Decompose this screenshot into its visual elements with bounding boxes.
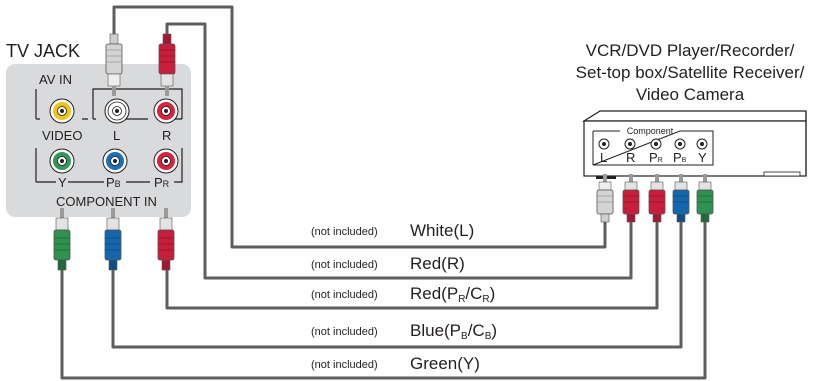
plug-white-tv — [105, 33, 123, 96]
jack-component-y-green — [49, 148, 75, 174]
device-component-label: Component — [627, 126, 674, 136]
audio-left-label: L — [113, 128, 120, 143]
plug-red-pr-device — [648, 174, 666, 223]
tv-jack-title: TV JACK — [6, 41, 80, 61]
cable-green-label: Green(Y) — [410, 354, 480, 373]
plug-green-tv — [53, 208, 71, 271]
cable-blue-route — [111, 220, 683, 349]
cable-routes — [60, 5, 707, 380]
device-jack-y-label: Y — [698, 150, 707, 165]
cable-blue-label: Blue(PB/CB) — [410, 321, 497, 342]
component-y-label: Y — [58, 175, 67, 190]
plug-red-audio-tv — [158, 33, 176, 96]
component-pr-label: PR — [154, 175, 170, 190]
av-in-label: AV IN — [39, 72, 72, 87]
cable-red-audio-label: Red(R) — [410, 254, 465, 273]
audio-right-label: R — [162, 128, 171, 143]
device-jack-l — [598, 138, 610, 150]
component-pb-label: PB — [106, 175, 121, 190]
jack-audio-right-red — [153, 98, 179, 124]
device-jack-pr-label: PR — [649, 150, 663, 165]
device-jack-l-label: L — [600, 150, 607, 165]
plug-blue-device — [672, 174, 690, 223]
cable-red-audio-note: (not included) — [311, 259, 378, 271]
plug-green-device — [696, 174, 714, 223]
tv-jack-panel-bg — [6, 64, 191, 217]
plug-red-pr-tv — [157, 208, 175, 271]
cable-green-note: (not included) — [311, 359, 378, 371]
source-device: VCR/DVD Player/Recorder/ Set-top box/Sat… — [576, 41, 807, 179]
plug-blue-tv — [104, 208, 122, 271]
cable-white-route — [112, 5, 607, 249]
cable-white-note: (not included) — [311, 226, 378, 238]
cable-red-audio-route — [165, 22, 633, 280]
cable-white-label: White(L) — [410, 221, 474, 240]
device-jack-pb — [674, 138, 686, 150]
tv-jack-panel: TV JACK AV IN — [6, 41, 191, 217]
jack-component-pr-red — [153, 148, 179, 174]
device-box-top — [581, 110, 807, 122]
cable-labels: (not included) White(L) (not included) R… — [311, 221, 497, 373]
cable-red-pr-note: (not included) — [311, 289, 378, 301]
device-title-line2: Set-top box/Satellite Receiver/ — [576, 63, 805, 82]
device-jack-r-label: R — [626, 150, 635, 165]
jack-video-yellow — [49, 98, 75, 124]
cable-blue-note: (not included) — [311, 326, 378, 338]
device-title-line1: VCR/DVD Player/Recorder/ — [586, 41, 795, 60]
jack-component-pb-blue — [102, 148, 128, 174]
plug-red-audio-device — [622, 174, 640, 223]
component-in-label: COMPONENT IN — [56, 194, 157, 209]
device-jack-r — [624, 138, 636, 150]
jack-audio-left-white — [104, 98, 130, 124]
video-label: VIDEO — [42, 128, 82, 143]
plug-white-device — [596, 174, 614, 223]
cable-red-pr-label: Red(PR/CR) — [410, 284, 495, 305]
cable-green-route — [60, 220, 707, 380]
device-jack-y — [696, 138, 708, 150]
device-foot-right — [763, 171, 801, 177]
cable-red-pr-route — [165, 220, 659, 310]
device-box-front — [583, 120, 807, 177]
device-jack-pr — [650, 138, 662, 150]
device-jack-pb-label: PB — [673, 150, 687, 165]
device-title-line3: Video Camera — [636, 85, 745, 104]
